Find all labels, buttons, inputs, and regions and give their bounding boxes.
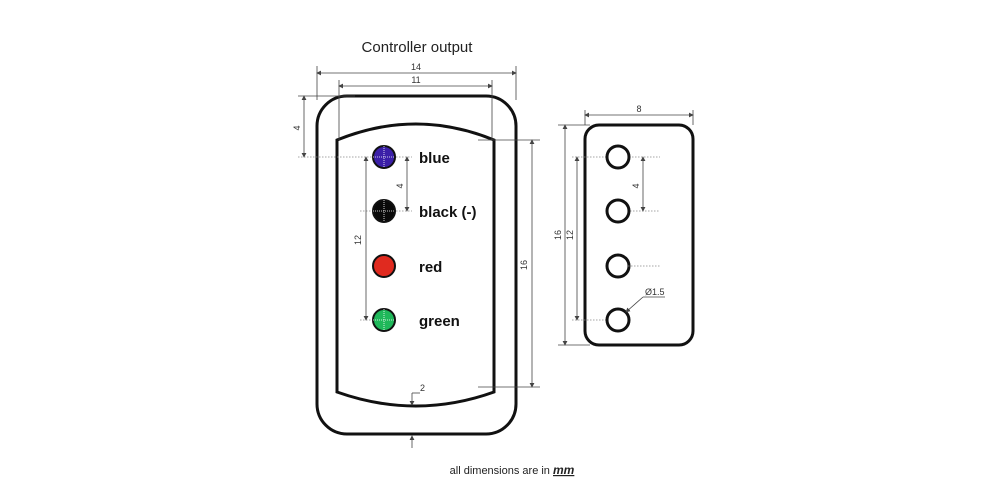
dim-top-offset: 4 [292,125,302,130]
dim-inner-width: 11 [411,75,420,85]
units-note-prefix: all dimensions are in [450,465,553,477]
dim-hole-diameter: Ø1.5 [645,287,665,297]
side-hole [605,144,631,170]
dim-outer-width: 14 [411,62,421,72]
side-hole [605,253,631,279]
pin-label: red [419,259,442,276]
dim-bottom-margin: 2 [420,383,425,393]
pin-red: red [372,254,442,278]
pin-label: green [419,313,460,330]
side-housing [583,123,695,347]
units-note-unit: mm [553,463,575,477]
side-view: 8 16 12 4 Ø1.5 [553,104,695,347]
side-hole [605,307,631,333]
dim-front-height: 16 [519,260,529,270]
dim-side-height: 16 [553,230,563,240]
front-inner-face [335,122,496,408]
drawing-title: Controller output [362,39,474,56]
dim-pin-spacing: 4 [395,183,405,188]
pin-dot [372,254,396,278]
dim-side-pin-span: 12 [565,230,575,240]
dim-side-width: 8 [636,104,641,114]
dim-side-pin-spacing: 4 [631,183,641,188]
pin-black: black (-) [372,199,477,223]
pin-blue: blue [372,145,450,169]
units-note: all dimensions are in mm [450,463,575,477]
front-view: 14 11 4 12 4 16 2 b [292,62,540,448]
side-hole [605,198,631,224]
pin-label: black (-) [419,204,477,221]
pin-green: green [372,308,460,332]
pin-label: blue [419,150,450,167]
dim-pin-span: 12 [353,235,363,245]
